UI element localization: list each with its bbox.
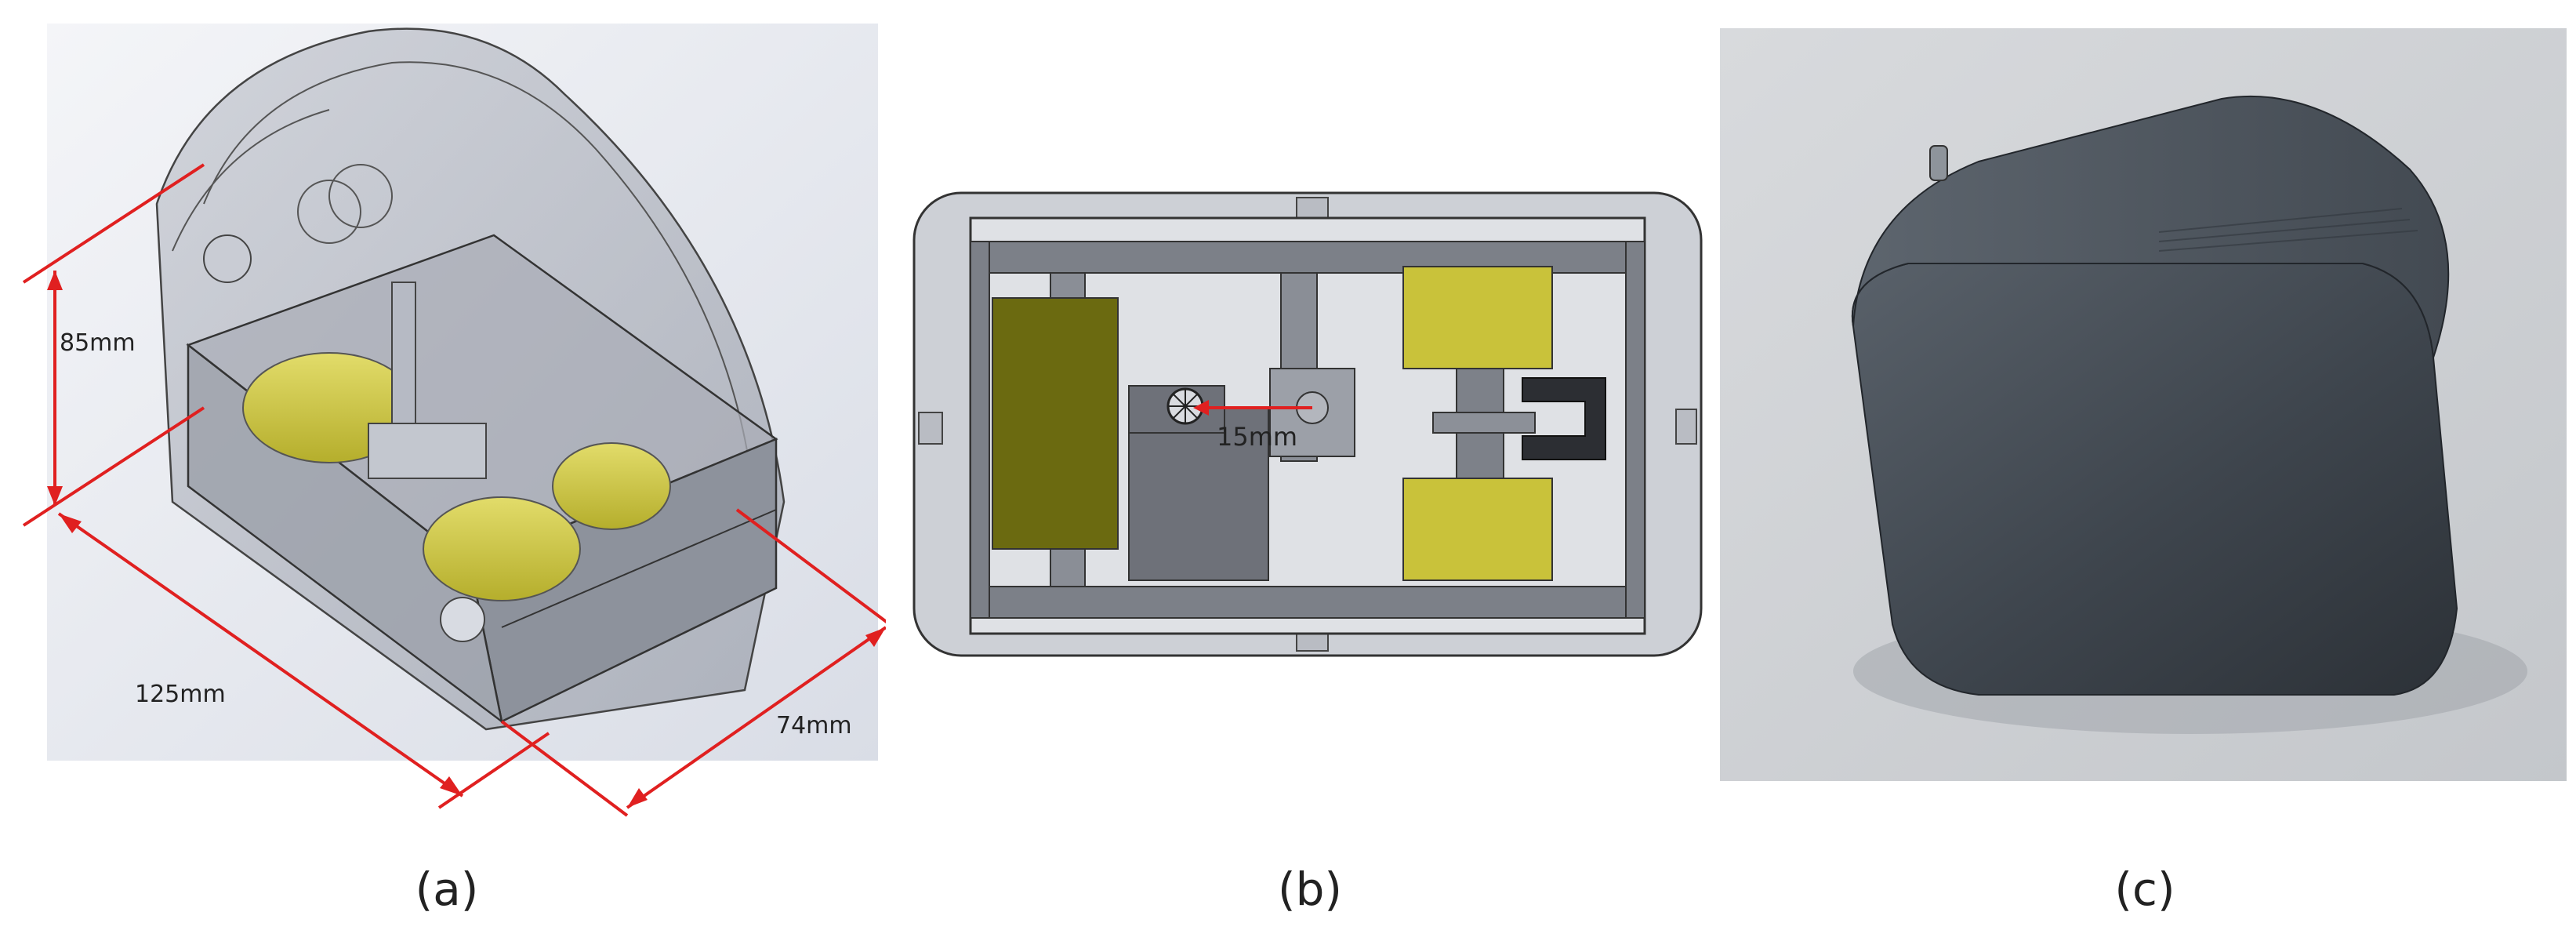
- arrow-width-start: [627, 788, 648, 808]
- encoder-spokes: [1168, 389, 1203, 423]
- axle-cross: [1432, 412, 1536, 434]
- dim-width-label: 74mm: [776, 712, 852, 739]
- battery-block: [992, 297, 1119, 550]
- dim-offset-label: 15mm: [1217, 422, 1298, 452]
- dim-height-label: 85mm: [60, 329, 136, 357]
- side-bolt: [1929, 145, 1948, 181]
- dome-front-arc: [172, 109, 330, 252]
- central-shaft: [391, 282, 416, 440]
- prototype-photo: [1720, 28, 2567, 781]
- panel-a-cad-isometric: 85mm 125mm 74mm: [0, 0, 886, 831]
- arrow-width-end: [865, 627, 886, 647]
- dim-height-top-ext: [22, 163, 205, 284]
- base-box-seam: [501, 509, 777, 628]
- dome-inner-arc: [203, 61, 753, 487]
- printed-shell-front: [1851, 263, 2458, 696]
- dome-hole-a: [297, 180, 361, 244]
- dim-width-line: [626, 626, 886, 809]
- dimension-lines: [22, 163, 886, 817]
- arrow-height-top: [47, 271, 63, 290]
- offset-dim-arrow: [1193, 400, 1209, 416]
- print-layer-lines: [2158, 208, 2418, 252]
- top-view-drawing: [912, 191, 1703, 657]
- dim-height-bot-ext: [22, 406, 205, 527]
- encoder-housing: [1128, 407, 1269, 581]
- rear-knob: [203, 234, 252, 283]
- arrow-length-end: [440, 776, 463, 796]
- dim-length-label: 125mm: [135, 681, 226, 708]
- panel-c-prototype-photo: [1720, 28, 2567, 781]
- arrow-height-bottom: [47, 486, 63, 506]
- caption-a: (a): [415, 863, 479, 916]
- motor-lower: [1402, 478, 1553, 581]
- mechanism-block: [368, 423, 487, 479]
- panel-b-top-view: 15mm: [902, 180, 1717, 674]
- clamp-bracket: [1522, 377, 1606, 460]
- dim-length-end-ext: [437, 732, 550, 809]
- cad-isometric-drawing: [22, 24, 886, 817]
- dim-width-ext-a: [500, 720, 629, 817]
- motor-upper: [1402, 266, 1553, 369]
- dim-length-line: [57, 512, 464, 797]
- lug-right: [1675, 409, 1697, 445]
- printed-shell-top: [1851, 95, 2450, 358]
- front-knob: [440, 597, 485, 642]
- frame-rail-left: [970, 241, 990, 619]
- arrow-length-start: [59, 514, 82, 533]
- caption-b: (b): [1277, 863, 1343, 916]
- caption-c: (c): [2114, 863, 2175, 916]
- dimension-arrowheads: [47, 271, 886, 808]
- motor-right: [552, 442, 671, 530]
- lug-left: [918, 412, 943, 445]
- dome-hole-b: [328, 164, 393, 228]
- frame-rail-bottom: [970, 586, 1645, 619]
- dim-width-ext-b: [735, 508, 886, 623]
- frame-rail-right: [1625, 241, 1645, 619]
- motor-front: [423, 496, 581, 601]
